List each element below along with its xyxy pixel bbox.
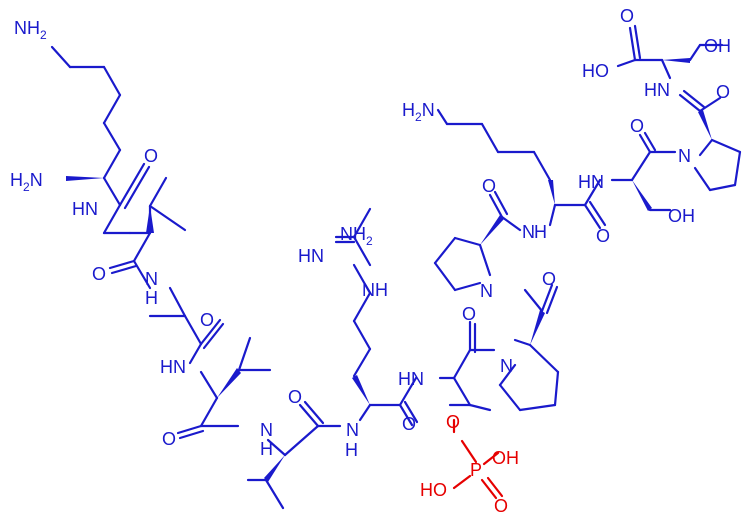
val1	[102, 176, 187, 290]
atom-hn-pthr: HN	[398, 369, 424, 389]
arg	[334, 207, 419, 427]
atom-oh-ser2: OH	[704, 36, 731, 56]
atom-o-lys2: O	[596, 226, 610, 246]
atom-o-ala: O	[200, 310, 214, 330]
atom-hn-ser1: HN	[578, 172, 604, 192]
atom-n-ala: N	[145, 269, 158, 289]
lys2	[436, 108, 607, 230]
atom-n-pro3: N	[678, 146, 691, 166]
val2	[176, 336, 272, 440]
atom-n-lys2: N	[522, 222, 535, 242]
ser2	[616, 24, 724, 80]
atom-h-val3: H	[260, 439, 273, 459]
atom-hn-ser2: HN	[644, 80, 670, 100]
atom-oh-ser1: OH	[668, 206, 695, 226]
atom-p: P	[470, 460, 482, 480]
atom-oh-p: OH	[492, 448, 519, 468]
ser1	[610, 131, 677, 212]
atom-o-arg: O	[402, 414, 416, 434]
atom-ho-p: HO	[420, 480, 447, 500]
atom-guan-hn: HN	[298, 246, 324, 266]
atom-o-pro3: O	[716, 82, 730, 102]
atom-n-arg: N	[346, 420, 359, 440]
atom-o-val1: O	[92, 264, 106, 284]
atom-nh2-lys1: NH2	[14, 18, 47, 42]
atom-o-p: O	[494, 496, 508, 516]
atom-hn-val1: HN	[72, 199, 98, 219]
atom-o-pthr: O	[462, 304, 476, 324]
lys1-backbone	[66, 162, 151, 235]
ala	[148, 286, 225, 365]
atom-o-ser1: O	[630, 116, 644, 136]
pro2-ring	[433, 190, 522, 292]
atom-h2n-lys1: H2N	[10, 170, 43, 194]
atom-o-pro2: O	[482, 176, 496, 196]
atom-o-ester: O	[446, 412, 460, 432]
atom-o-acid: O	[620, 6, 634, 26]
atom-h-lys2: H	[534, 222, 547, 242]
phosphate-group	[452, 418, 504, 500]
atom-guan-nh2: NH2	[340, 224, 373, 248]
atom-hn-val2: HN	[160, 357, 186, 377]
atom-o-val3: O	[288, 387, 302, 407]
atom-o-pro1: O	[542, 269, 556, 289]
pro3-ring	[678, 89, 742, 192]
atom-o-val2: O	[162, 429, 176, 449]
pthr	[438, 320, 496, 412]
atom-h-arg: H	[345, 440, 358, 460]
atom-ho-acid: HO	[582, 61, 609, 81]
atom-n-val3: N	[260, 420, 273, 440]
lys1-side-chain	[50, 45, 122, 180]
atom-h2n-lys2: H2N	[402, 100, 435, 124]
atom-n-pro2: N	[480, 281, 493, 301]
val3	[246, 400, 342, 510]
pro1-ring	[498, 283, 560, 412]
atom-n-pro1: N	[500, 356, 513, 376]
atom-o-lys1: O	[144, 146, 158, 166]
atom-guan-nh: NH	[362, 280, 388, 300]
atom-h-ala: H	[145, 288, 158, 308]
